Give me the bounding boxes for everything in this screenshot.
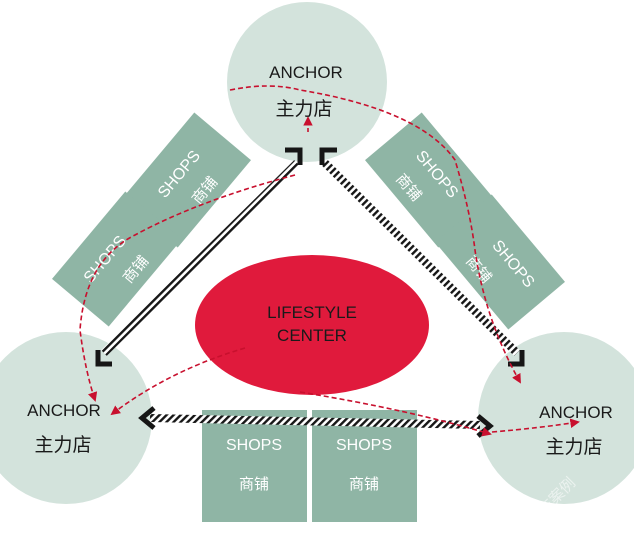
anchor-left-label-cn: 主力店	[34, 434, 91, 456]
center-label-line2: CENTER	[277, 326, 347, 345]
flow-top-loop	[229, 85, 521, 384]
anchor-right-label-cn: 主力店	[545, 436, 602, 458]
shop-label-cn: 商铺	[349, 475, 379, 493]
connector-top-right	[322, 160, 520, 356]
anchor-left-label-en: ANCHOR	[27, 401, 101, 420]
shop-block-bottom-left: SHOPS 商铺	[202, 410, 307, 522]
anchor-top-circle	[227, 2, 387, 162]
bracket-left	[95, 350, 112, 367]
shop-block-bottom-right: SHOPS 商铺	[312, 410, 417, 522]
bracket-top-right	[319, 147, 337, 165]
flow-center-to-left	[110, 347, 246, 416]
bracket-top-left	[285, 147, 303, 165]
bracket-right	[508, 350, 525, 367]
shop-block-left-upper: SHOPS 商铺	[121, 112, 251, 248]
shop-block-right-lower: SHOPS 商铺	[435, 194, 565, 330]
anchor-right-label-en: ANCHOR	[539, 403, 613, 422]
arrowhead-left	[138, 406, 156, 430]
lifestyle-center-ellipse	[195, 255, 429, 395]
shop-block-right-upper: SHOPS 商铺	[365, 112, 495, 248]
center-label-line1: LIFESTYLE	[267, 303, 357, 322]
anchor-top-label-en: ANCHOR	[269, 63, 343, 82]
flow-center-to-right	[299, 391, 492, 437]
connector-bottom	[149, 414, 481, 429]
anchor-top-label-cn: 主力店	[275, 98, 332, 120]
flow-top-down	[79, 174, 296, 402]
shop-label-en: SHOPS	[226, 437, 282, 454]
shop-block-left-lower: SHOPS 商铺	[52, 191, 182, 327]
anchor-left-circle	[0, 332, 152, 504]
shop-label-en: SHOPS	[336, 437, 392, 454]
flow-right-to-far-right	[491, 418, 580, 433]
shop-label-cn: 商铺	[239, 475, 269, 493]
connector-top-left	[101, 160, 300, 356]
